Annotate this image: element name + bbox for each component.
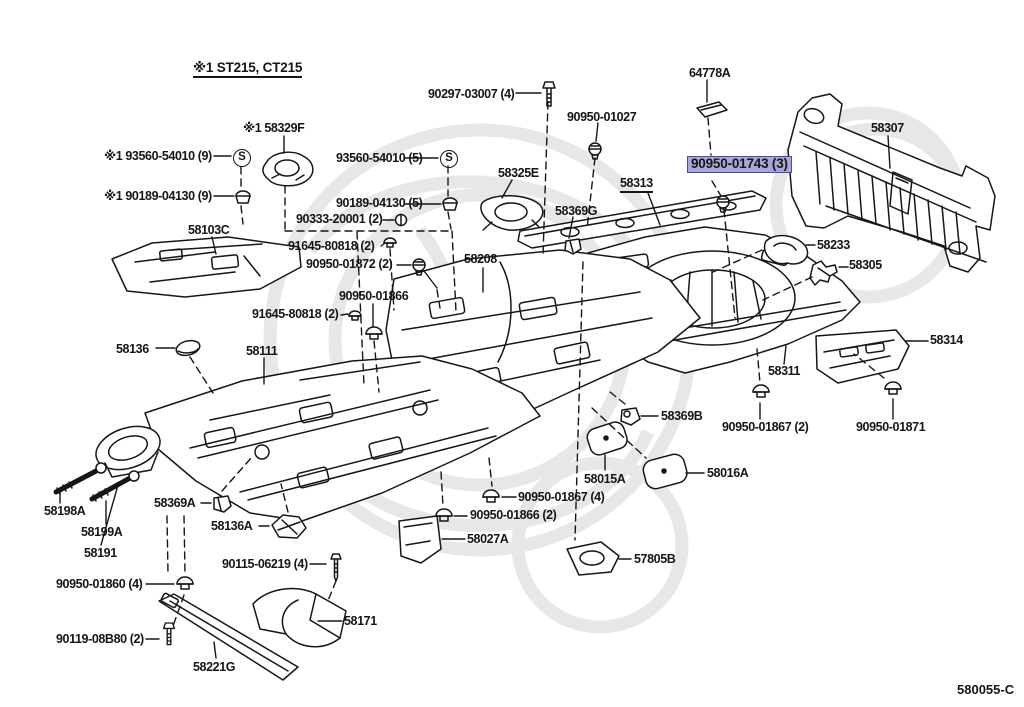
part-drawing-clip-58369G <box>564 238 582 255</box>
part-label-58233[interactable]: 58233 <box>817 238 850 252</box>
stud-icon-90950-01743 <box>716 195 730 213</box>
part-label-58015A[interactable]: 58015A <box>584 472 626 486</box>
part-label-58314[interactable]: 58314 <box>930 333 963 347</box>
part-label-58313[interactable]: 58313 <box>620 176 653 193</box>
part-drawing-pad-58015A <box>586 421 628 456</box>
part-label-90950-01866-2[interactable]: 90950-01866 (2) <box>470 508 557 522</box>
part-drawing-rear-panel-58307 <box>787 93 996 273</box>
part-label-58307[interactable]: 58307 <box>871 121 904 135</box>
part-label-64778A[interactable]: 64778A <box>689 66 731 80</box>
washer-icon-90333 <box>394 213 408 227</box>
part-label-58208[interactable]: 58208 <box>464 252 497 266</box>
part-drawing-bolt-58198A <box>53 462 107 495</box>
part-drawing-clip-58369A <box>213 495 232 513</box>
part-drawing-bolt-58199A <box>89 470 140 502</box>
part-label-58171[interactable]: 58171 <box>344 614 377 628</box>
line-art <box>53 79 996 681</box>
grommet-icon-90950-01866-a <box>365 326 383 340</box>
bolt-icon-90119 <box>162 622 176 646</box>
nut-icon-90189-right <box>442 197 458 211</box>
part-label-58103C[interactable]: 58103C <box>188 223 230 237</box>
grommet-icon-90950-01867-2 <box>752 384 770 398</box>
screw-icon-90115 <box>330 553 342 582</box>
part-label-58136[interactable]: 58136 <box>116 342 149 356</box>
s-badge-left: S <box>233 149 251 167</box>
stud-icon-90950-01027 <box>588 142 602 160</box>
part-drawing-pad-58136A <box>271 514 307 539</box>
part-label-58199A[interactable]: 58199A <box>81 525 123 539</box>
part-label-58016A[interactable]: 58016A <box>707 466 749 480</box>
part-label-58329F[interactable]: ※1 58329F <box>243 121 305 135</box>
part-label-58198A[interactable]: 58198A <box>44 504 86 518</box>
grommet-icon-91645-a <box>383 237 397 248</box>
grommet-icon-90950-01867-4 <box>482 489 500 503</box>
part-label-57805B[interactable]: 57805B <box>634 552 676 566</box>
drawing-number: 580055-C <box>957 682 1015 697</box>
part-drawing-bracket-58171 <box>252 587 347 648</box>
part-label-90950-01871[interactable]: 90950-01871 <box>856 420 926 434</box>
part-drawing-shield-58027A <box>398 515 442 564</box>
note-st215-ct215: ※1 ST215, CT215 <box>193 61 302 78</box>
part-label-58369A[interactable]: 58369A <box>154 496 196 510</box>
part-label-90297-03007[interactable]: 90297-03007 (4) <box>428 87 515 101</box>
part-label-58305[interactable]: 58305 <box>849 258 882 272</box>
part-label-58325E[interactable]: 58325E <box>498 166 539 180</box>
part-label-58369G[interactable]: 58369G <box>555 204 598 218</box>
part-label-90950-01867-right[interactable]: 90950-01867 (2) <box>722 420 809 434</box>
grommet-icon-90950-01871 <box>884 381 902 395</box>
bolt-icon-90297 <box>542 81 556 107</box>
part-label-90189-04130-9[interactable]: ※1 90189-04130 (9) <box>104 189 212 203</box>
part-drawing-bracket-58325E <box>480 195 544 231</box>
part-drawing-pad-64778A <box>696 101 728 118</box>
part-drawing-front-floor-pan-58111 <box>144 355 541 522</box>
part-drawing-bracket-57805B <box>566 541 620 576</box>
part-drawing-bracket-58313 <box>517 190 767 249</box>
part-label-90950-01860[interactable]: 90950-01860 (4) <box>56 577 143 591</box>
part-label-58311[interactable]: 58311 <box>768 364 801 378</box>
part-label-93560-54010-5[interactable]: 93560-54010 (5) <box>336 151 423 165</box>
part-drawing-bracket-58233 <box>763 234 809 265</box>
part-label-58191[interactable]: 58191 <box>84 546 117 560</box>
part-label-90950-01872[interactable]: 90950-01872 (2) <box>306 257 393 271</box>
part-label-91645-80818-b[interactable]: 91645-80818 (2) <box>252 307 339 321</box>
part-label-90333-20001[interactable]: 90333-20001 (2) <box>296 212 383 226</box>
part-label-90950-01027[interactable]: 90950-01027 <box>567 110 637 124</box>
part-label-58111[interactable]: 58111 <box>246 344 278 358</box>
part-label-58027A[interactable]: 58027A <box>467 532 509 546</box>
dashed-lines <box>166 101 885 627</box>
part-label-91645-80818-a[interactable]: 91645-80818 (2) <box>288 239 375 253</box>
part-drawing-bracket-58314 <box>815 329 910 384</box>
part-label-90189-04130-5[interactable]: 90189-04130 (5) <box>336 196 423 210</box>
part-label-90950-01867-4[interactable]: 90950-01867 (4) <box>518 490 605 504</box>
part-label-58221G[interactable]: 58221G <box>193 660 236 674</box>
part-label-90119-08B80[interactable]: 90119-08B80 (2) <box>56 632 144 646</box>
part-label-93560-54010-9[interactable]: ※1 93560-54010 (9) <box>104 149 212 163</box>
part-drawing-plug-58136 <box>175 339 201 357</box>
part-drawing-clip-58305 <box>809 260 838 286</box>
stud-icon-90950-01872 <box>412 258 426 276</box>
part-label-58369B[interactable]: 58369B <box>661 409 703 423</box>
part-label-90950-01866-a[interactable]: 90950-01866 <box>339 289 409 303</box>
leader-lines <box>59 79 929 659</box>
part-label-58136A[interactable]: 58136A <box>211 519 253 533</box>
nut-icon-90189-left <box>235 190 251 204</box>
part-drawing-pad-58016A <box>642 453 688 490</box>
grommet-icon-90950-01866-2 <box>435 508 453 522</box>
part-drawing-clip-58369B <box>620 407 641 426</box>
s-badge-right: S <box>440 150 458 168</box>
part-drawing-crossmember-58221G <box>158 592 299 681</box>
part-label-90950-01743-highlighted[interactable]: 90950-01743 (3) <box>687 156 792 173</box>
grommet-icon-90950-01860 <box>176 576 194 590</box>
part-drawing-insulator-58103C <box>111 236 302 298</box>
part-drawing-mount-58329F <box>262 151 314 187</box>
part-label-90115-06219[interactable]: 90115-06219 (4) <box>222 557 308 571</box>
